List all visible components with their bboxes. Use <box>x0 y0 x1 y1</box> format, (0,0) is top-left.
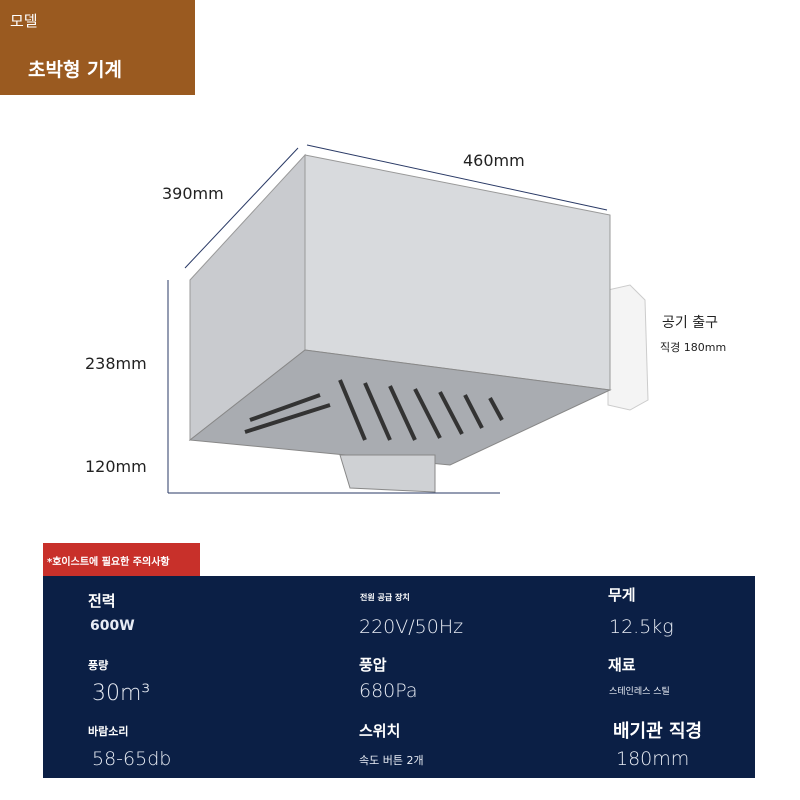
spec-label: 풍압 <box>359 656 387 674</box>
spec-label: 풍량 <box>88 659 109 672</box>
height-dimension: 238mm <box>85 354 147 373</box>
spec-label: 재료 <box>608 656 636 674</box>
spec-panel: 전력 600W 전원 공급 장치 220V/50Hz 무게 12.5kg 풍량 … <box>43 576 755 778</box>
model-label: 모델 <box>10 12 38 30</box>
outlet-diameter: 직경 180mm <box>660 341 727 354</box>
notice-tab: *호이스트에 필요한 주의사항 <box>43 543 200 576</box>
spec-label: 배기관 직경 <box>613 721 703 742</box>
spec-label: 스위치 <box>359 722 401 740</box>
model-value: 초박형 기계 <box>28 59 123 81</box>
width-dimension: 460mm <box>463 151 525 170</box>
spec-value: 30m³ <box>92 681 151 706</box>
spec-value: 220V/50Hz <box>359 616 464 638</box>
outlet-pipe <box>607 284 649 411</box>
spec-label: 전원 공급 장치 <box>360 593 410 602</box>
spec-value: 680Pa <box>359 680 418 702</box>
bottom-dimension: 120mm <box>85 457 147 476</box>
spec-value: 스테인레스 스틸 <box>609 687 670 697</box>
spec-value: 600W <box>90 618 135 634</box>
dimension-lines <box>167 144 608 494</box>
outlet-label: 공기 출구 <box>662 315 718 331</box>
spec-value: 58-65db <box>92 748 172 770</box>
spec-value: 180mm <box>616 748 690 770</box>
spec-label: 바람소리 <box>88 725 129 738</box>
depth-dimension: 390mm <box>162 184 224 203</box>
spec-label: 무게 <box>608 586 636 604</box>
spec-label: 전력 <box>88 592 116 610</box>
model-box: 모델 초박형 기계 <box>0 0 195 95</box>
spec-value: 속도 버튼 2개 <box>359 754 424 767</box>
spec-value: 12.5kg <box>609 616 674 638</box>
range-hood-image <box>167 144 649 494</box>
